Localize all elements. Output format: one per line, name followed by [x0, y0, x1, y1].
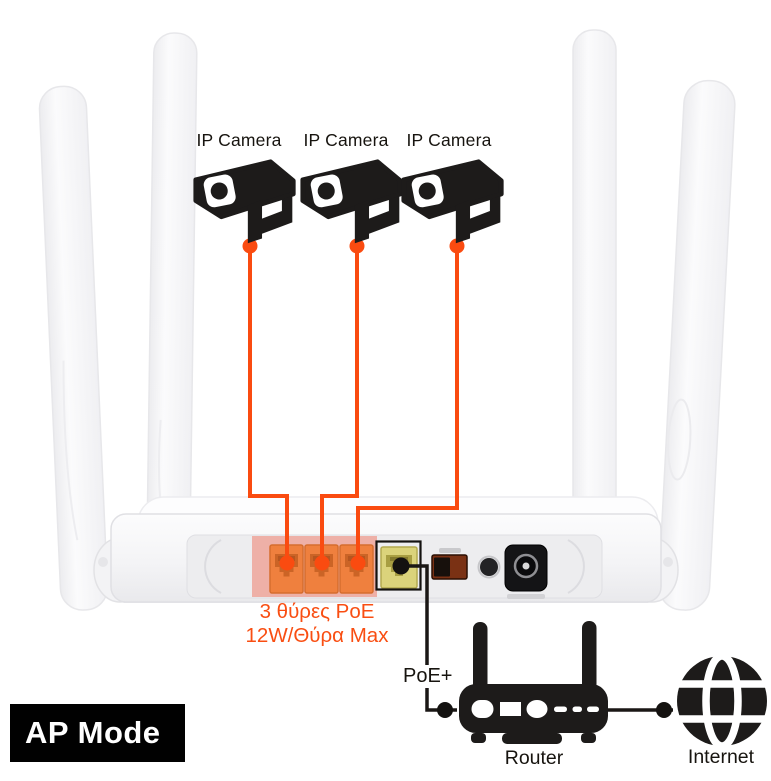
antenna-inner-right — [572, 29, 617, 558]
antenna-outer-right — [657, 79, 736, 611]
access-point-device — [38, 29, 736, 611]
camera-label-2: IP Camera — [303, 130, 389, 150]
camera-cable-1 — [248, 246, 289, 560]
ap-mode-badge-label: AP Mode — [25, 715, 161, 750]
panel-print-smudge-power — [507, 594, 545, 599]
camera-cable-2 — [320, 246, 359, 560]
cctv-camera-icon-3 — [404, 162, 501, 243]
poe-note-line1: 3 θύρες PoE — [259, 600, 375, 623]
internet-label: Internet — [687, 746, 755, 768]
power-jack — [504, 544, 548, 592]
ap-mode-badge: AP Mode — [10, 704, 185, 762]
camera-cables — [248, 246, 459, 560]
antenna-outer-left — [38, 85, 109, 611]
camera-label-1: IP Camera — [196, 130, 282, 150]
reset-button — [477, 555, 501, 579]
cctv-camera-icon-1 — [196, 162, 293, 243]
router-icon — [459, 621, 608, 744]
uplink-cable-dots — [392, 557, 672, 718]
poe-note: 3 θύρες PoE 12W/Θύρα Max — [226, 600, 408, 648]
camera-label-3: IP Camera — [406, 130, 492, 150]
camera-cable-3 — [356, 246, 459, 560]
poe-note-line2: 12W/Θύρα Max — [245, 624, 389, 647]
mode-switch — [431, 554, 468, 580]
antenna-inner-left — [146, 32, 198, 558]
camera-cable-dots — [242, 238, 465, 571]
globe-icon — [676, 652, 768, 750]
router-label: Router — [504, 747, 564, 769]
panel-print-smudge-switch — [439, 548, 461, 553]
poe-plus-label: PoE+ — [402, 665, 456, 688]
cctv-camera-icon-2 — [303, 162, 400, 243]
